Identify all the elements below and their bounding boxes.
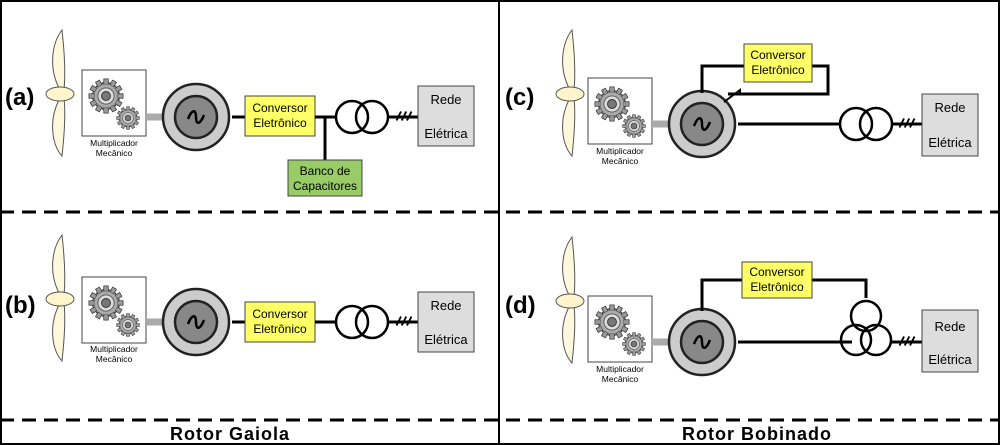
capacitor-label-2: Capacitores	[293, 179, 357, 193]
capacitor-bank-box	[287, 159, 363, 197]
footer-label-right: Rotor Bobinado	[682, 424, 832, 444]
conversor-label-1: Conversor	[749, 265, 804, 279]
panel-tag: (a)	[5, 84, 34, 111]
panel-tag: (c)	[505, 84, 534, 111]
footer-label-left: Rotor Gaiola	[170, 424, 290, 444]
three-phase-icon	[898, 117, 916, 129]
panel-c: (c) Multiplicador Mecânico Conversor Ele…	[505, 29, 979, 166]
conversor-box	[741, 261, 813, 299]
rede-label-2: Elétrica	[928, 352, 972, 367]
conversor-label-1: Conversor	[252, 101, 307, 115]
gearbox-label-2: Mecânico	[602, 156, 639, 166]
capacitor-label-1: Banco de	[300, 164, 351, 178]
rede-label-1: Rede	[430, 92, 461, 107]
wind-turbine-icon	[555, 29, 585, 157]
rede-label-1: Rede	[430, 298, 461, 313]
wind-turbine-icon	[45, 29, 75, 157]
rede-label-2: Elétrica	[424, 332, 468, 347]
gearbox-label-1: Multiplicador	[596, 364, 644, 374]
conversor-label-1: Conversor	[252, 307, 307, 321]
wind-turbine-icon	[555, 236, 585, 364]
gearbox-label-2: Mecânico	[602, 374, 639, 384]
converter-loop-line	[700, 64, 744, 93]
conversor-label-2: Eletrônico	[253, 116, 307, 130]
conversor-box	[244, 95, 316, 137]
transformer-icon	[334, 304, 390, 340]
three-phase-icon	[395, 110, 413, 122]
panel-a: (a) Multiplicador Mecânico Conversor Ele…	[5, 29, 475, 197]
conversor-label-2: Eletrônico	[750, 280, 804, 294]
rede-box	[921, 309, 979, 373]
three-phase-icon	[898, 335, 916, 347]
gearbox-label-2: Mecânico	[96, 354, 133, 364]
conversor-box	[743, 43, 813, 83]
rede-box	[417, 291, 475, 353]
rede-box	[921, 93, 979, 157]
gearbox-label-1: Multiplicador	[596, 146, 644, 156]
rede-label-2: Elétrica	[424, 126, 468, 141]
conversor-box	[244, 301, 316, 343]
transformer-icon	[838, 106, 894, 142]
gearbox-label-1: Multiplicador	[90, 344, 138, 354]
panel-d: (d) Multiplicador Mecânico Conversor Ele…	[505, 236, 979, 384]
generator-icon	[161, 287, 231, 357]
panel-tag: (d)	[505, 292, 536, 319]
generator-icon	[161, 82, 231, 152]
rede-box	[417, 85, 475, 147]
conversor-label-2: Eletrônico	[751, 63, 805, 77]
wind-turbine-icon	[45, 234, 75, 362]
gearbox-label-2: Mecânico	[96, 148, 133, 158]
panel-tag: (b)	[5, 292, 36, 319]
converter-loop-line	[700, 278, 742, 311]
transformer-icon	[839, 299, 893, 357]
gearbox-label-1: Multiplicador	[90, 138, 138, 148]
panel-b: (b) Multiplicador Mecânico Conversor Ele…	[5, 234, 475, 364]
generator-icon	[667, 307, 737, 377]
conversor-label-1: Conversor	[750, 48, 805, 62]
converter-loop-line	[728, 64, 830, 96]
conversor-label-2: Eletrônico	[253, 322, 307, 336]
rede-label-1: Rede	[934, 319, 965, 334]
rede-label-2: Elétrica	[928, 135, 972, 150]
three-phase-icon	[395, 315, 413, 327]
rotor-feed-line	[723, 88, 741, 103]
rede-label-1: Rede	[934, 100, 965, 115]
transformer-icon	[334, 99, 390, 135]
converter-loop-line	[812, 278, 868, 298]
